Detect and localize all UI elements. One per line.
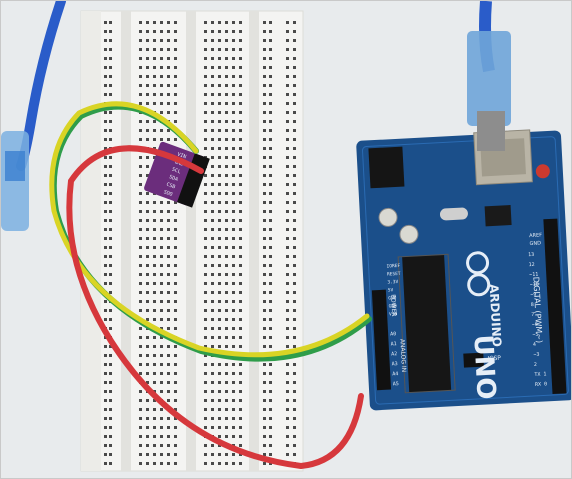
pin-label: ~6: [532, 322, 538, 328]
pin-label: RESET: [387, 271, 401, 278]
pin-label: 2: [534, 362, 537, 368]
breadboard: [80, 10, 304, 472]
pin-label: ~9: [530, 292, 536, 298]
sensor-pin-label: GND: [174, 159, 185, 168]
gnd-label: GND: [529, 240, 541, 247]
aref-label: AREF: [529, 232, 542, 239]
pin-label: A1: [391, 341, 397, 347]
usb-cable-right: [467, 1, 511, 151]
analog-label: ANALOG IN: [398, 339, 407, 373]
usb-chip: [484, 204, 512, 227]
model-label: UNO: [467, 334, 500, 400]
arduino-board: ARDUINO UNO DIGITAL (PWM~) POWER ANALOG …: [356, 129, 571, 411]
pin-label: IOREF: [386, 263, 400, 270]
atmega-chip: [402, 254, 452, 393]
icsp-label: ICSP: [487, 355, 501, 363]
brand-label: ARDUINO: [487, 284, 504, 348]
power-label: POWER: [389, 294, 397, 317]
pin-label: 4: [533, 342, 536, 348]
reset-button: [535, 164, 550, 179]
pin-label: ~5: [532, 332, 538, 338]
digital-label: DIGITAL (PWM~): [531, 277, 543, 344]
capacitor-2: [399, 224, 419, 244]
pin-label: VIN: [389, 311, 398, 317]
usb-cable-left: [1, 1, 66, 231]
sensor-pin-label: SCL: [171, 167, 182, 176]
digital-header: [543, 218, 567, 395]
sensor-pin-label: VIN: [176, 152, 187, 161]
icsp-header: [463, 352, 484, 368]
pin-label: RX 0: [535, 381, 547, 388]
pin-label: ~10: [530, 282, 539, 288]
arduino-logo: [466, 251, 491, 297]
power-jack: [368, 146, 405, 189]
pin-label: 8: [531, 302, 534, 308]
pin-label: ~3: [533, 352, 539, 358]
pin-label: ~11: [529, 272, 538, 278]
pin-label: A3: [392, 361, 398, 367]
crystal: [439, 207, 468, 221]
power-header: [371, 289, 392, 391]
usb-connector-right: [467, 31, 511, 126]
wire-yellow: [49, 101, 370, 358]
pin-label: A5: [393, 381, 399, 387]
pin-label: GND: [388, 295, 397, 301]
sensor-pin-label: SDA: [168, 174, 179, 183]
sensor-header: [177, 153, 210, 208]
pin-label: 5V: [388, 287, 394, 293]
pin-label: A4: [392, 371, 398, 377]
pin-label: 12: [529, 262, 535, 268]
pin-label: A0: [390, 331, 396, 337]
pin-label: A2: [391, 351, 397, 357]
sensor-pin-label: CSB: [165, 182, 176, 191]
wire-red: [66, 145, 364, 470]
sensor-pin-label: SDO: [163, 189, 174, 198]
pin-label: 7: [531, 312, 534, 318]
capacitor-1: [378, 207, 398, 227]
pin-label: GND: [389, 303, 398, 309]
pin-label: 13: [528, 252, 534, 258]
digital-pin-labels: 13 12 ~11 ~10 ~9 8 7 ~6 ~5 4 ~3 2 TX 1 RX 0: [528, 252, 547, 388]
pin-label: TX 1: [534, 371, 546, 378]
jumper-wires: [49, 101, 372, 470]
pin-label: 3.3V: [387, 279, 398, 286]
